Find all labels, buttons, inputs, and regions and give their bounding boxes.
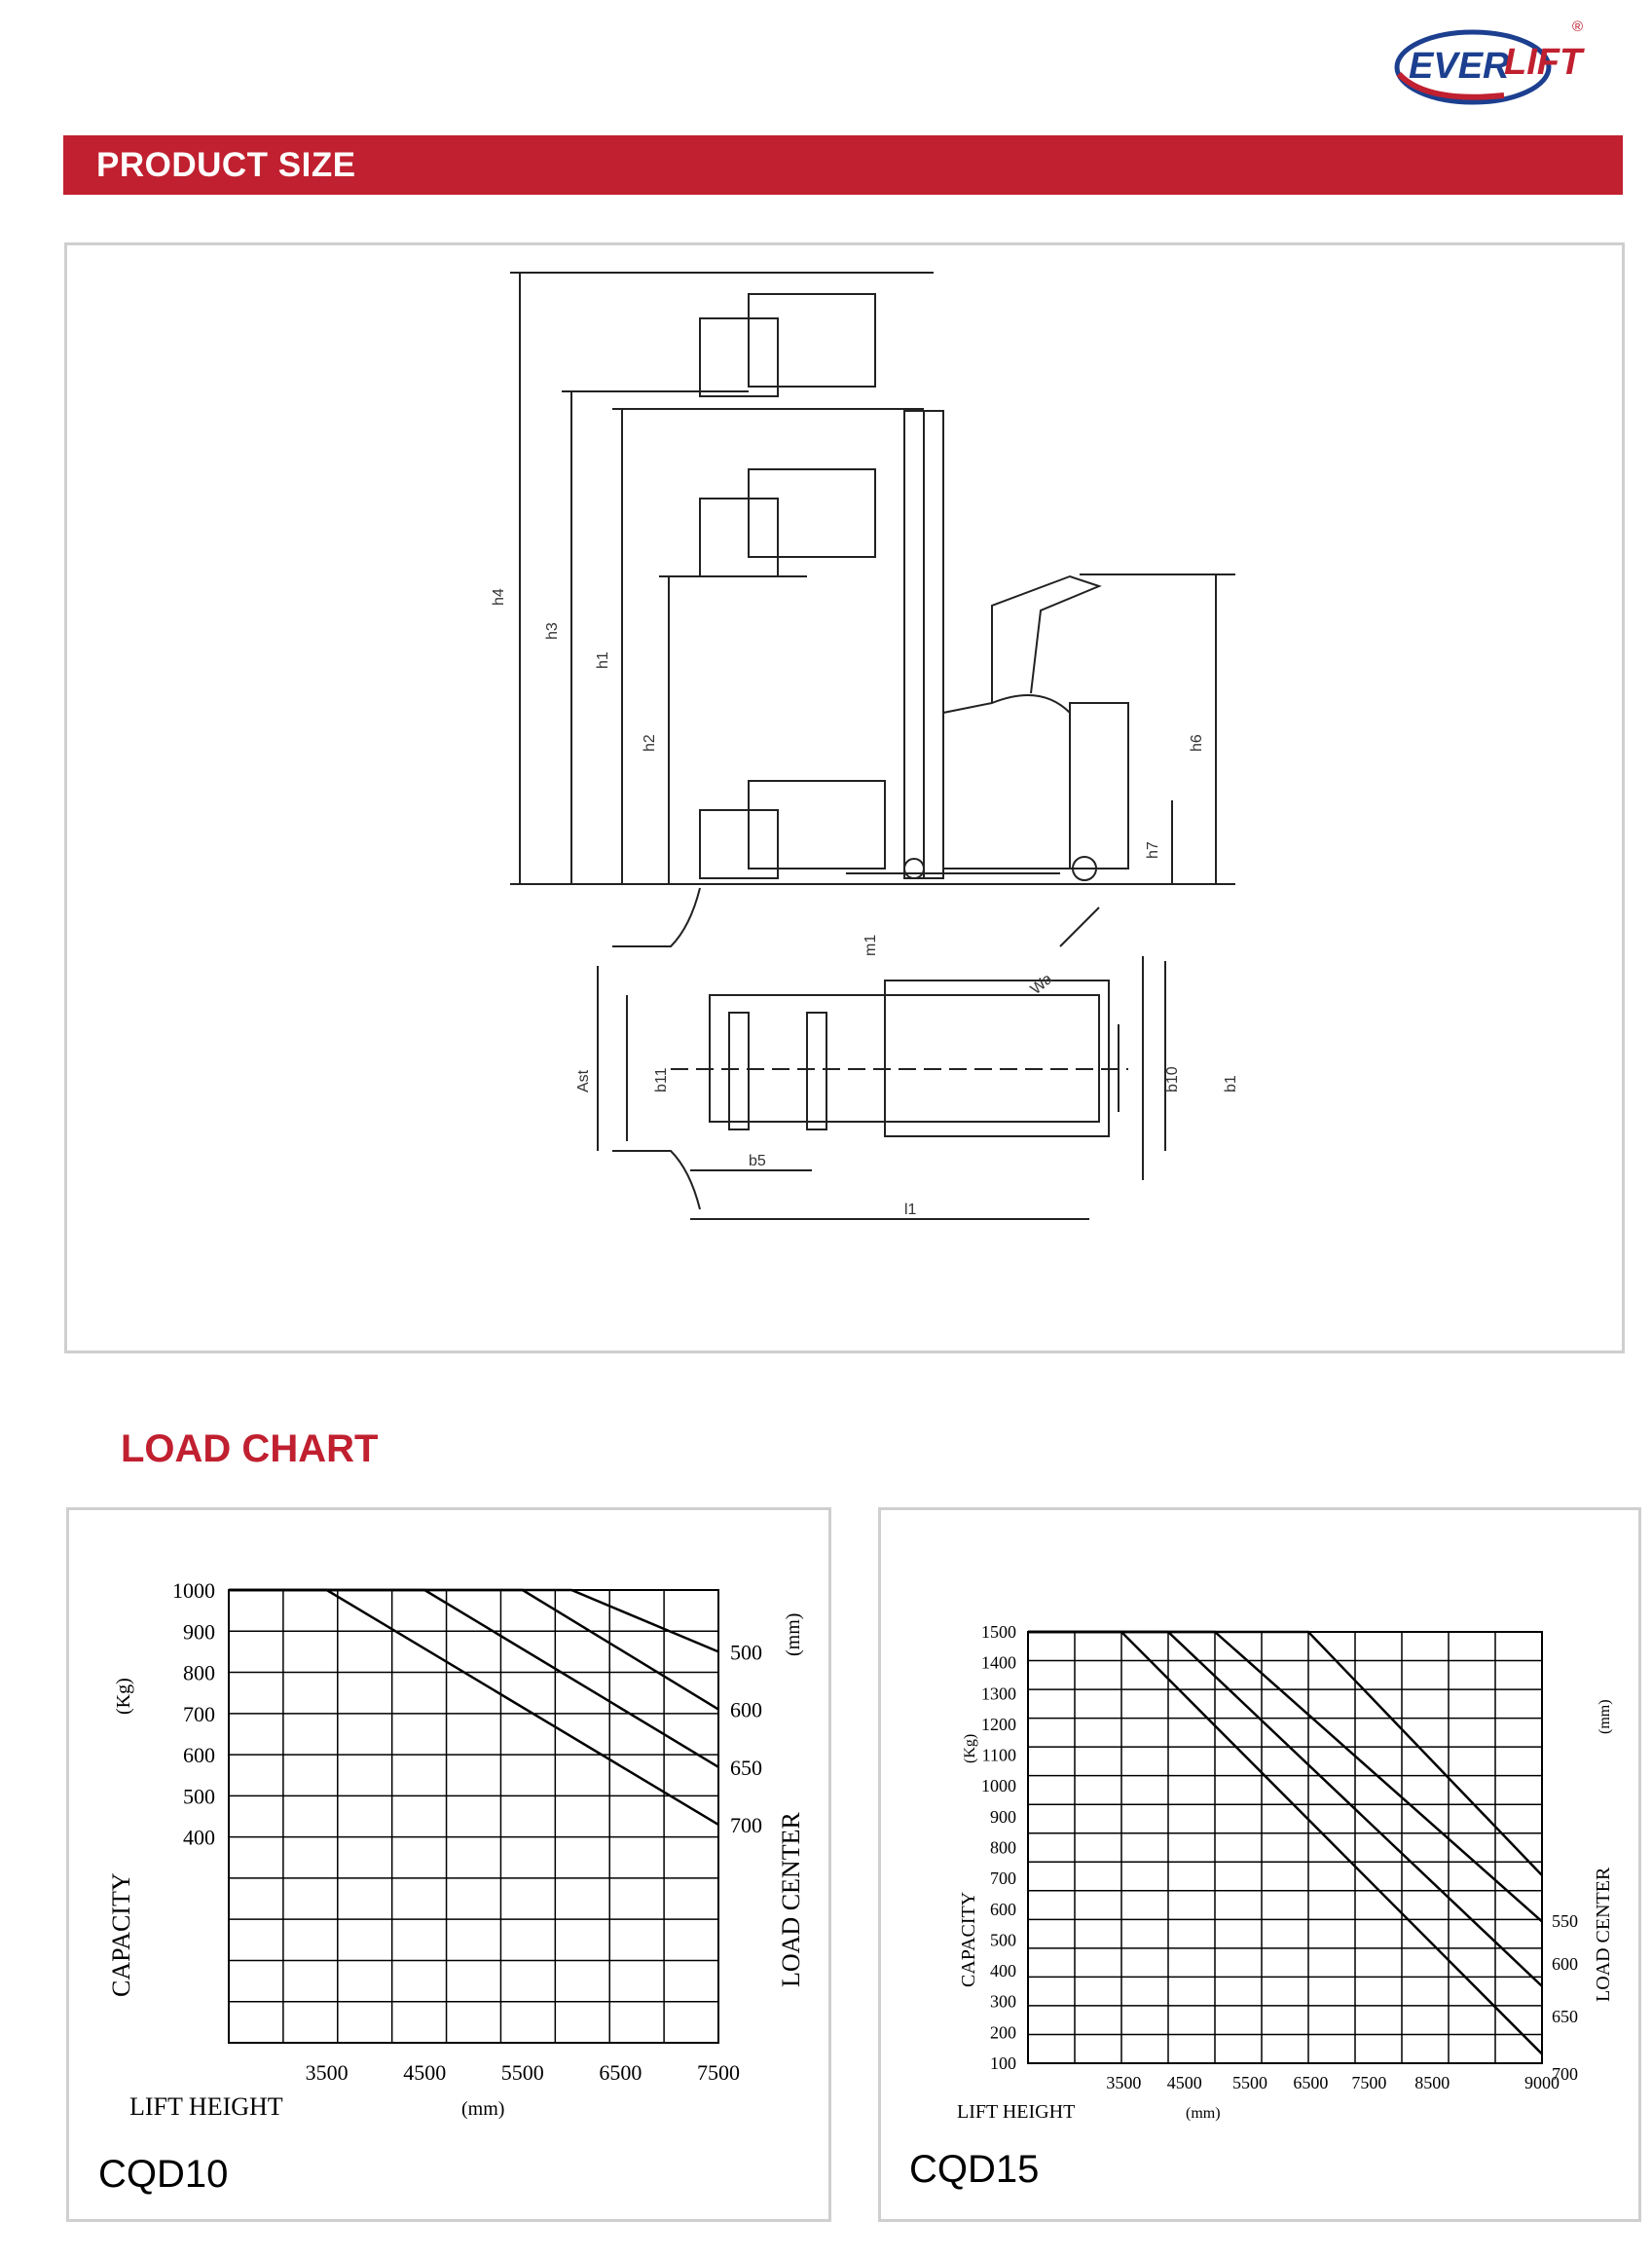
svg-text:EVER: EVER: [1409, 46, 1510, 87]
y-tick-label: 1300: [981, 1684, 1016, 1703]
model-label-cqd10: CQD10: [98, 2153, 229, 2196]
y-tick-label: 1500: [981, 1622, 1016, 1642]
y-tick-label: 200: [990, 2022, 1016, 2042]
right-axis-title: LOAD CENTER: [1593, 1867, 1614, 2002]
y-tick-label: 500: [183, 1784, 215, 1808]
series-label-500: 500: [730, 1640, 762, 1664]
y-tick-label: 400: [990, 1961, 1016, 1980]
x-tick-label: 5500: [501, 2060, 544, 2085]
series-line-650: [1028, 1630, 1543, 1987]
x-axis-title: LIFT HEIGHT: [129, 2092, 283, 2121]
chart-cqd15: 550 600 650 700 1500 1400 1300 1200 1100 1000 900 8…: [957, 1622, 1614, 2123]
x-tick-label: 8500: [1414, 2073, 1450, 2092]
right-axis-unit: (mm): [1597, 1699, 1613, 1734]
svg-text:LIFT: LIFT: [1504, 42, 1585, 83]
y-tick-label: 600: [990, 1900, 1016, 1919]
y-tick-label: 600: [183, 1743, 215, 1767]
grid: [1027, 1631, 1543, 2064]
svg-text:Wa: Wa: [1028, 971, 1056, 998]
plot-frame: [228, 1589, 719, 2044]
y-tick-label: 100: [990, 2054, 1016, 2073]
y-tick-label: 1200: [981, 1715, 1016, 1734]
y-axis-unit: (Kg): [962, 1734, 978, 1763]
series-label-700: 700: [1552, 2064, 1578, 2084]
model-label-cqd15: CQD15: [909, 2148, 1040, 2191]
svg-text:®: ®: [1572, 18, 1583, 35]
svg-text:h6: h6: [1189, 734, 1205, 752]
y-tick-label: 500: [990, 1930, 1016, 1949]
right-axis-unit: (mm): [783, 1613, 804, 1656]
x-tick-label: 6500: [599, 2060, 642, 2085]
series-line-600: [1028, 1630, 1543, 1923]
everlift-logo: EVER LIFT ®: [1394, 18, 1585, 105]
chart-cqd10-panel: 500 600 650 700 1000 900 800 700 600 500 400 3500 45…: [66, 1507, 831, 2222]
y-tick-label: 400: [183, 1826, 215, 1850]
y-tick-label: 1000: [172, 1578, 215, 1603]
product-size-panel: h4 h3 h1 h2 h6 h7 m1 Wa Ast b11 b10 b1 b…: [64, 242, 1625, 1353]
x-tick-label: 4500: [1167, 2073, 1202, 2092]
y-axis-title: CAPACITY: [107, 1872, 135, 1997]
svg-text:b5: b5: [749, 1153, 766, 1169]
y-tick-label: 700: [990, 1868, 1016, 1888]
x-tick-label: 3500: [1106, 2073, 1141, 2092]
plot-frame: [1027, 1631, 1543, 2064]
x-axis-unit: (mm): [1186, 2105, 1221, 2122]
x-tick-label: 6500: [1293, 2073, 1328, 2092]
load-chart-title: LOAD CHART: [121, 1427, 379, 1470]
series-label-700: 700: [730, 1813, 762, 1837]
y-tick-label: 900: [990, 1807, 1016, 1827]
x-tick-label: 5500: [1232, 2073, 1267, 2092]
y-tick-label: 1000: [981, 1776, 1016, 1795]
svg-text:h1: h1: [595, 651, 611, 669]
svg-text:b1: b1: [1223, 1075, 1239, 1092]
page-title: PRODUCT SIZE: [96, 146, 356, 184]
chart-cqd15-panel: 550 600 650 700 1500 1400 1300 1200 1100 1000 900 8…: [878, 1507, 1641, 2222]
y-tick-label: 800: [990, 1838, 1016, 1858]
svg-text:Ast: Ast: [575, 1069, 592, 1092]
svg-text:m1: m1: [863, 935, 879, 956]
svg-text:b11: b11: [653, 1067, 670, 1092]
x-tick-label: 4500: [403, 2060, 446, 2085]
grid: [228, 1589, 719, 2044]
y-tick-label: 700: [183, 1702, 215, 1726]
svg-text:h4: h4: [491, 588, 507, 606]
series-label-650: 650: [1552, 2007, 1578, 2026]
series-line-600: [229, 1588, 719, 1711]
y-axis-title: CAPACITY: [958, 1892, 979, 1987]
series-label-550: 550: [1552, 1911, 1578, 1931]
y-axis-unit: (Kg): [113, 1678, 134, 1715]
series-line-700: [229, 1588, 719, 1827]
y-tick-label: 800: [183, 1661, 215, 1685]
right-axis-title: LOAD CENTER: [777, 1812, 805, 1987]
y-tick-label: 1100: [982, 1746, 1016, 1765]
section-banner: PRODUCT SIZE: [63, 135, 1623, 195]
x-tick-label: 3500: [306, 2060, 349, 2085]
x-tick-label: 9000: [1524, 2073, 1560, 2092]
y-tick-label: 1400: [981, 1653, 1016, 1673]
svg-text:h2: h2: [642, 734, 658, 752]
series-label-600: 600: [1552, 1954, 1578, 1974]
x-tick-label: 7500: [1351, 2073, 1386, 2092]
chart-cqd10: 500 600 650 700 1000 900 800 700 600 500 400 3500 45…: [107, 1578, 805, 2121]
y-tick-label: 300: [990, 1992, 1016, 2012]
svg-text:l1: l1: [904, 1202, 917, 1218]
svg-text:h3: h3: [544, 622, 561, 640]
svg-text:h7: h7: [1145, 841, 1161, 859]
series-label-650: 650: [730, 1756, 762, 1780]
x-axis-unit: (mm): [461, 2098, 504, 2120]
series-line-550: [1028, 1630, 1543, 1876]
x-tick-label: 7500: [697, 2060, 740, 2085]
svg-text:b10: b10: [1164, 1066, 1181, 1092]
dimension-drawing: h4 h3 h1 h2 h6 h7 m1 Wa Ast b11 b10 b1 b…: [491, 272, 1239, 1220]
series-label-600: 600: [730, 1698, 762, 1722]
series-line-700: [1028, 1630, 1543, 2055]
y-tick-label: 900: [183, 1619, 215, 1644]
x-axis-title: LIFT HEIGHT: [957, 2101, 1075, 2123]
